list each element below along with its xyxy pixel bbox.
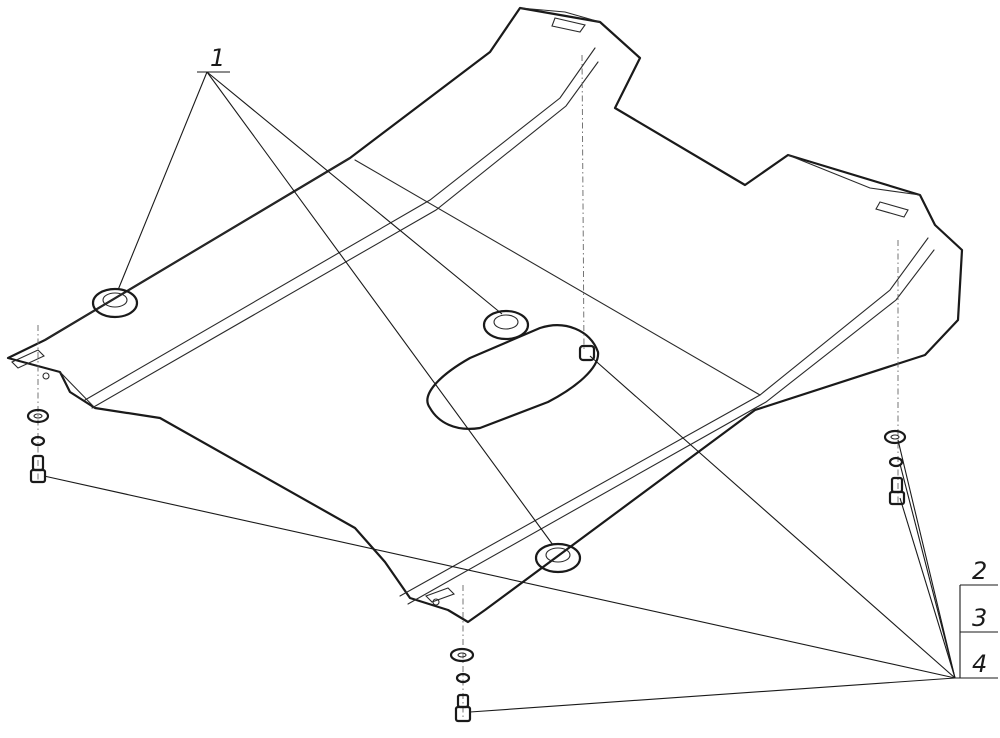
leader-lines-234 (43, 355, 998, 713)
rear-tab-edge (519, 7, 601, 23)
right-tab-edge (787, 154, 921, 196)
leader-lines-1 (117, 71, 554, 546)
grommets (91, 287, 596, 574)
cross-bend-line (354, 159, 761, 396)
washer-left (26, 408, 50, 424)
front-bend-line (44, 157, 351, 341)
grommet-left (91, 287, 139, 319)
small-hole-left (42, 372, 50, 380)
left-rib-line-outer (84, 47, 596, 401)
fastener-set-front (449, 647, 475, 723)
right-rib-line-inner (407, 249, 935, 605)
fastener-set-right (883, 429, 907, 506)
right-tab-slot (875, 201, 909, 218)
left-rib-line-inner (91, 61, 599, 409)
grommet-rear-nut (578, 344, 596, 362)
callout-4: 4 (972, 650, 987, 678)
lock-washer-front (455, 672, 471, 684)
rear-tab-slot (551, 17, 586, 33)
bolt-right (888, 476, 906, 506)
drain-opening (426, 324, 600, 430)
bolt-front (454, 693, 472, 723)
grommet-front (534, 542, 582, 574)
callout-1: 1 (210, 44, 225, 72)
front-left-slot (11, 349, 45, 369)
grommet-center (482, 309, 530, 341)
callout-3: 3 (972, 604, 987, 632)
right-rib-line-outer (399, 237, 929, 597)
callout-2: 2 (972, 557, 987, 585)
washer-right (883, 429, 907, 445)
skid-plate (6, 6, 964, 624)
skid-plate-outline (6, 6, 964, 624)
small-hole-right (432, 598, 440, 606)
front-right-slot (425, 587, 455, 603)
lock-washer-right (888, 456, 904, 468)
flange-edge-left (59, 371, 96, 409)
lock-washer-left (30, 435, 46, 447)
washer-front (449, 647, 475, 663)
